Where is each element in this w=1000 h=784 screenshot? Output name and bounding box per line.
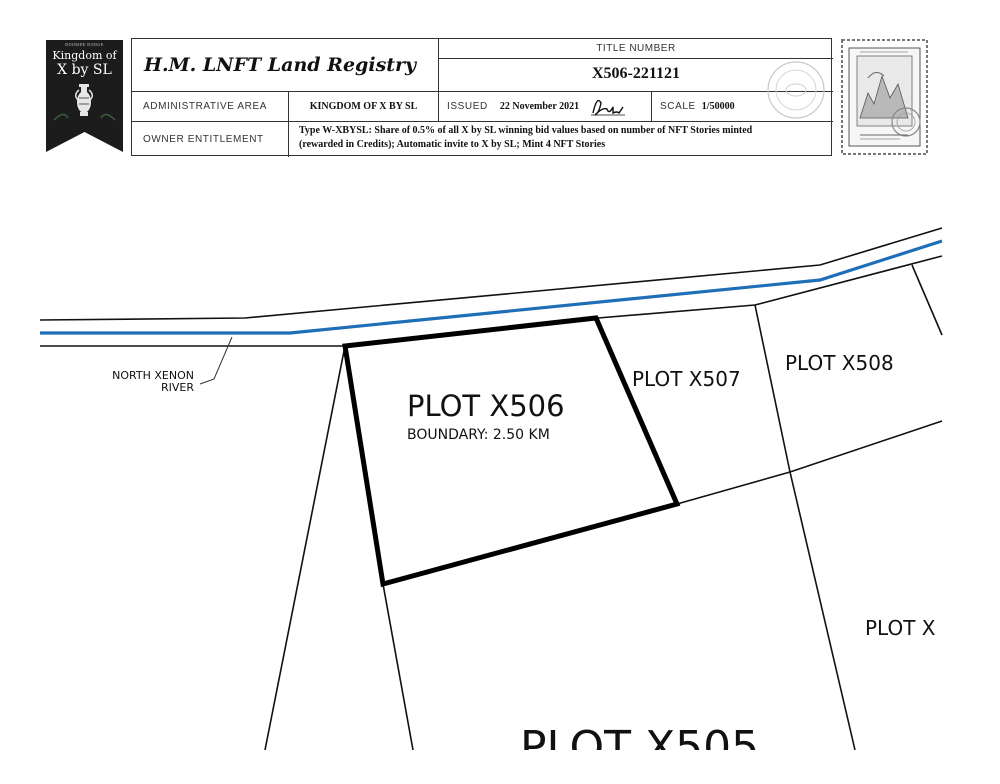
title-number-label: TITLE NUMBER	[438, 39, 833, 59]
owner-entitlement-line2: (rewarded in Credits); Automatic invite …	[299, 139, 606, 150]
banner-title-line2: X by SL	[57, 62, 112, 78]
owner-entitlement-label: OWNER ENTITLEMENT	[143, 133, 264, 145]
banner-small-text: DOOMDE DODGE	[65, 42, 104, 47]
plot-boundary-line	[676, 420, 943, 505]
river-channel	[40, 239, 943, 335]
owner-entitlement-line1: Type W-XBYSL: Share of 0.5% of all X by …	[299, 125, 753, 136]
scale-label: SCALE	[660, 100, 696, 112]
page-right-margin	[943, 160, 1000, 784]
divider	[132, 91, 833, 92]
page-bottom-margin	[0, 750, 1000, 784]
issued-value: 22 November 2021	[499, 100, 580, 112]
banner-title: Kingdom of X by SL	[46, 49, 123, 77]
plot-x506-label: PLOT X506	[407, 389, 565, 423]
title-number-value: X506-221121	[438, 59, 833, 91]
admin-area-label: ADMINISTRATIVE AREA	[143, 100, 268, 112]
registry-header: H.M. LNFT Land Registry TITLE NUMBER X50…	[131, 38, 833, 157]
river-label-leader	[199, 336, 233, 385]
plot-x507-label: PLOT X507	[632, 367, 741, 391]
stamp-icon	[841, 39, 928, 155]
registry-title: H.M. LNFT Land Registry	[144, 54, 417, 76]
divider	[132, 121, 833, 122]
plot-boundary-line	[754, 304, 856, 751]
plot-boundary-line	[382, 583, 414, 751]
banner-shape	[46, 40, 123, 152]
plot-partial-label: PLOT X	[865, 616, 936, 640]
postage-stamp	[840, 38, 929, 156]
issued-cell: ISSUED 22 November 2021	[438, 91, 651, 121]
plot-boundary-line	[911, 264, 943, 336]
kingdom-banner: DOOMDE DODGE Kingdom of X by SL	[46, 40, 123, 152]
scale-cell: SCALE 1/50000	[651, 91, 833, 121]
registry-seal-icon	[767, 61, 825, 119]
plot-boundary-line	[264, 345, 346, 751]
scale-value: 1/50000	[701, 100, 735, 112]
river-label-line2: RIVER	[161, 381, 194, 394]
amphora-icon	[75, 84, 93, 116]
signature-icon	[591, 99, 626, 116]
banner-title-line1: Kingdom of	[52, 49, 117, 62]
owner-entitlement-value: Type W-XBYSL: Share of 0.5% of all X by …	[288, 121, 833, 157]
issued-label: ISSUED	[447, 100, 488, 112]
river-north-bank	[39, 227, 943, 321]
plot-x506-boundary-label: BOUNDARY: 2.50 KM	[407, 427, 550, 443]
admin-area-value: KINGDOM OF X BY SL	[288, 91, 438, 121]
river-label-line1: NORTH XENON	[112, 369, 194, 382]
plot-x506-boundary	[342, 315, 681, 588]
plot-x508-label: PLOT X508	[785, 351, 894, 375]
